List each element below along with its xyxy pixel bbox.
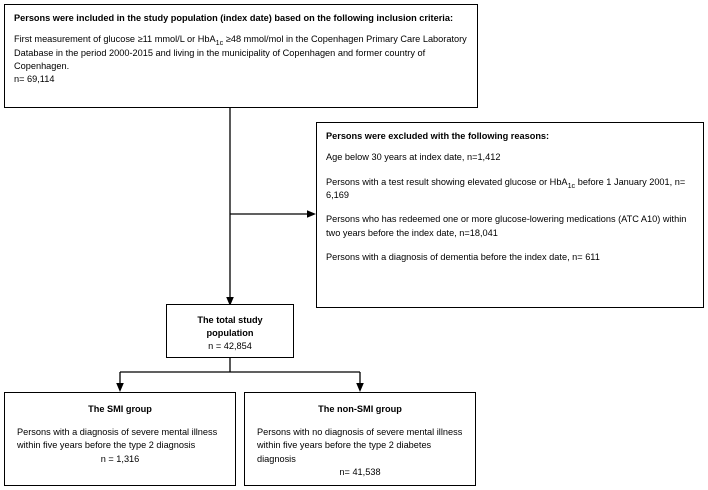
non-smi-group-description: Persons with no diagnosis of severe ment… [257,426,463,464]
total-study-population-content: The total study population n = 42,854 [167,305,293,362]
non-smi-group-box: The non-SMI group Persons with no diagno… [244,392,476,486]
exclusion-reason-3: Persons who has redeemed one or more glu… [326,213,694,240]
inclusion-criteria-box: Persons were included in the study popul… [4,4,478,108]
exclusion-reason-4-text: Persons with a diagnosis of dementia bef… [326,252,600,263]
exclusion-reasons-title: Persons were excluded with the following… [326,131,550,141]
hba1c-subscript: 1c [215,38,224,48]
exclusion-reasons-box: Persons were excluded with the following… [316,122,704,308]
non-smi-group-content: The non-SMI group Persons with no diagno… [245,393,475,489]
inclusion-criteria-body: First measurement of glucose ≥11 mmol/L … [14,33,468,73]
inclusion-criteria-body-part2: ≥48 mmol/mol in the Copenhagen Primary C… [14,34,467,72]
exclusion-reason-1: Age below 30 years at index date, n=1,41… [326,151,694,164]
hba1c-subscript: 1c [567,180,576,190]
total-study-population-title: The total study population [197,315,263,338]
smi-group-description: Persons with a diagnosis of severe menta… [17,426,218,451]
smi-group-title: The SMI group [88,404,152,414]
inclusion-criteria-content: Persons were included in the study popul… [5,5,477,93]
smi-group-content: The SMI group Persons with a diagnosis o… [5,393,235,475]
exclusion-reasons-content: Persons were excluded with the following… [317,123,703,270]
exclusion-reason-1-text: Age below 30 years at index date, n=1,41… [326,152,501,163]
non-smi-group-count: n= 41,538 [339,466,381,477]
inclusion-criteria-title: Persons were included in the study popul… [14,13,454,23]
inclusion-criteria-body-part1: First measurement of glucose ≥11 mmol/L … [14,34,216,45]
exclusion-reason-3-text: Persons who has redeemed one or more glu… [326,214,687,238]
exclusion-reason-4: Persons with a diagnosis of dementia bef… [326,251,694,264]
smi-group-count: n = 1,316 [100,453,140,464]
inclusion-criteria-count: n= 69,114 [14,74,55,85]
smi-group-box: The SMI group Persons with a diagnosis o… [4,392,236,486]
exclusion-reason-2: Persons with a test result showing eleva… [326,176,694,203]
exclusion-reason-2-text-after: before 1 January 2001, n= 6,169 [326,176,686,201]
exclusion-reason-2-text-before: Persons with a test result showing eleva… [326,176,568,187]
non-smi-group-title: The non-SMI group [318,404,402,414]
total-study-population-count: n = 42,854 [208,340,252,351]
total-study-population-box: The total study population n = 42,854 [166,304,294,358]
